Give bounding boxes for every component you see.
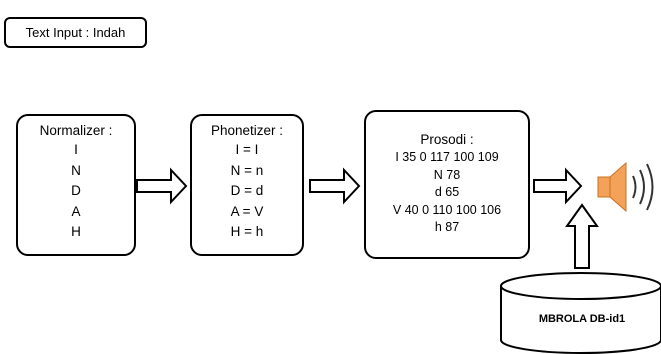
prosodi-box: Prosodi : I 35 0 117 100 109 N 78 d 65 V…: [364, 110, 530, 259]
normalizer-title: Normalizer :: [39, 123, 113, 138]
normalizer-line: N: [71, 162, 81, 178]
phonetizer-line: N = n: [230, 162, 264, 178]
prosodi-line: d 65: [434, 185, 460, 199]
text-input-box: Text Input : Indah: [4, 17, 147, 48]
phonetizer-line: H = h: [230, 224, 264, 239]
text-input-label: Text Input : Indah: [25, 25, 126, 40]
prosodi-line: N 78: [433, 167, 461, 182]
normalizer-line: I: [74, 142, 78, 157]
normalizer-line: A: [71, 203, 81, 219]
normalizer-line: D: [71, 183, 81, 198]
arrow-normalizer-to-phonetizer: [136, 167, 188, 205]
phonetizer-line: D = d: [230, 183, 264, 198]
prosodi-line: I 35 0 117 100 109: [395, 150, 499, 164]
phonetizer-line: A = V: [230, 203, 264, 219]
database-label: MBROLA DB-id1: [538, 313, 626, 325]
prosodi-title: Prosodi :: [420, 132, 474, 147]
phonetizer-line: I = I: [235, 142, 259, 157]
phonetizer-title: Phonetizer :: [210, 123, 284, 138]
arrow-prosodi-to-speaker: [533, 167, 583, 205]
arrow-database-to-output: [565, 203, 599, 269]
normalizer-line: H: [71, 224, 81, 239]
normalizer-box: Normalizer : I N D A H: [16, 114, 136, 256]
database-cylinder: [500, 272, 661, 354]
prosodi-line: h 87: [434, 220, 460, 234]
prosodi-line: V 40 0 110 100 106: [392, 202, 502, 217]
arrow-phonetizer-to-prosodi: [309, 167, 361, 205]
speaker-icon: [597, 161, 654, 213]
phonetizer-box: Phonetizer : I = I N = n D = d A = V H =…: [190, 114, 304, 256]
